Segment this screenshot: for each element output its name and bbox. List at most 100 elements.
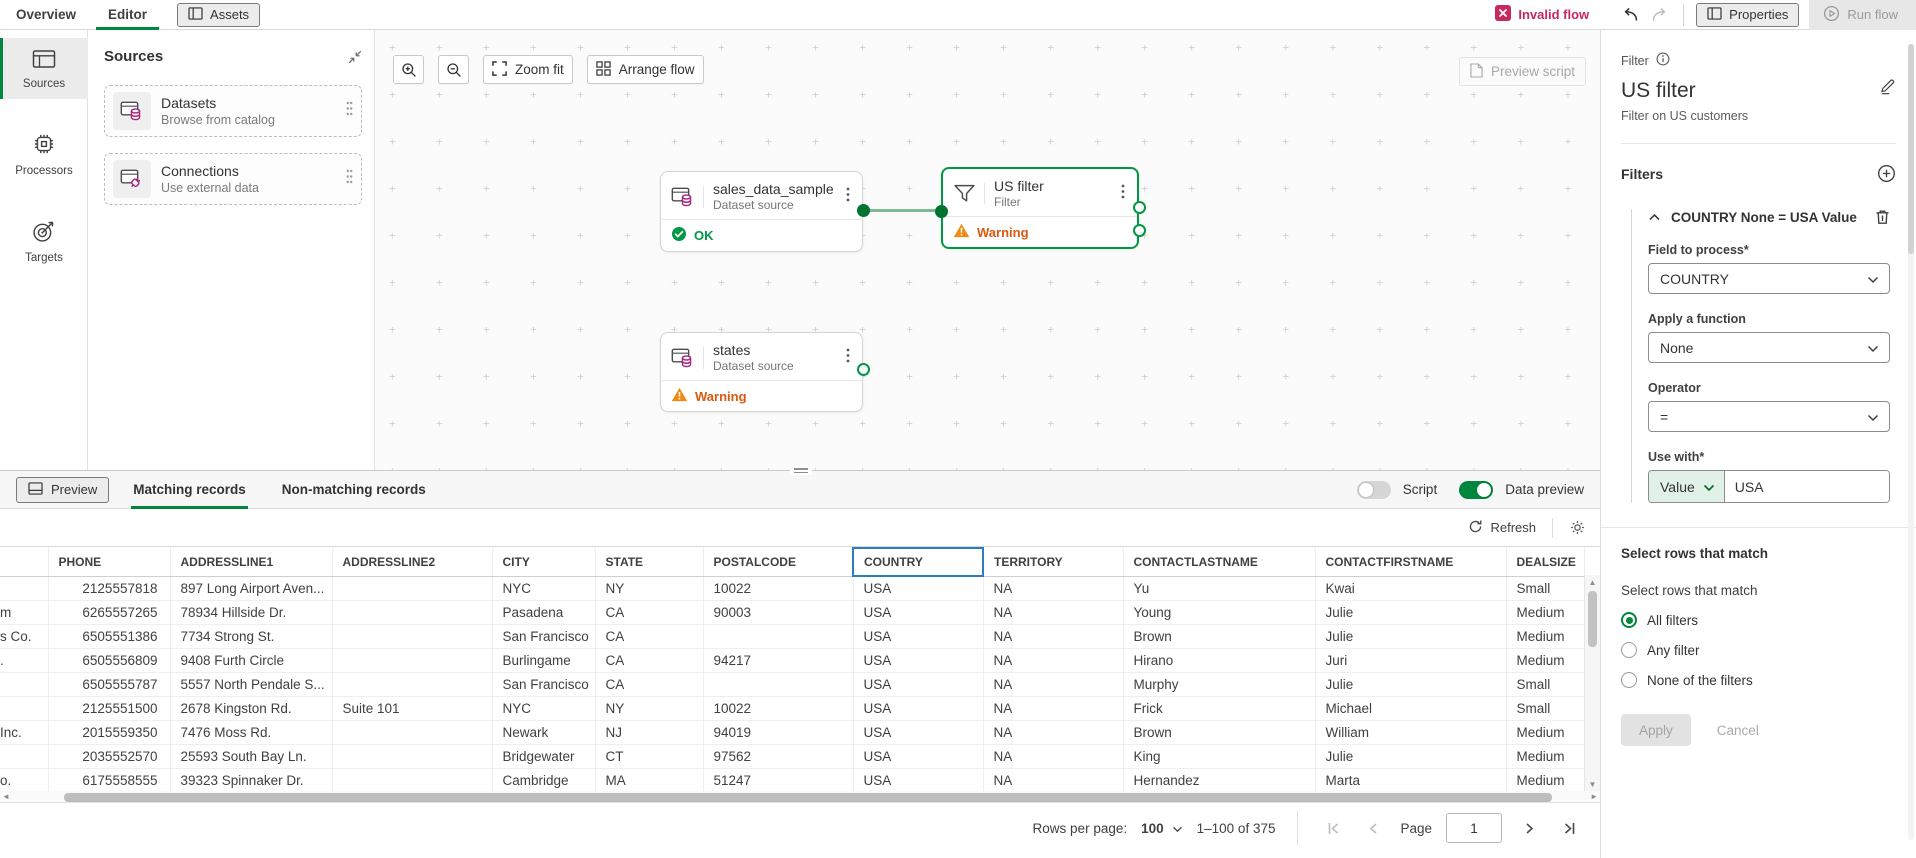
cell[interactable]: Medium bbox=[1506, 768, 1585, 791]
radio-any-filter[interactable]: Any filter bbox=[1621, 642, 1896, 658]
add-filter-plus-icon[interactable] bbox=[1877, 164, 1896, 183]
column-header-PHONE[interactable]: PHONE bbox=[48, 548, 171, 577]
cell[interactable]: Cambridge bbox=[492, 768, 596, 791]
cell[interactable]: Kwai bbox=[1315, 576, 1507, 601]
cell[interactable]: 94019 bbox=[703, 720, 854, 745]
cell[interactable]: Small bbox=[1506, 696, 1585, 721]
undo-button[interactable] bbox=[1615, 3, 1645, 27]
cell[interactable]: Medium bbox=[1506, 648, 1585, 673]
cell[interactable]: 6505555787 bbox=[48, 672, 171, 697]
column-header-COUNTRY[interactable]: COUNTRY bbox=[852, 547, 984, 577]
info-icon[interactable] bbox=[1656, 52, 1670, 69]
cell[interactable]: William bbox=[1315, 720, 1507, 745]
cell[interactable]: 90003 bbox=[703, 600, 854, 625]
cell[interactable] bbox=[0, 744, 49, 769]
scroll-up-arrow[interactable]: ▲ bbox=[1588, 577, 1597, 587]
cell[interactable]: NJ bbox=[595, 720, 704, 745]
zoom-out-button[interactable] bbox=[438, 55, 469, 84]
cell[interactable]: NA bbox=[983, 600, 1124, 625]
cell[interactable]: NA bbox=[983, 744, 1124, 769]
page-number-input[interactable] bbox=[1446, 813, 1502, 843]
column-header-hidden[interactable] bbox=[0, 548, 49, 577]
drag-handle-icon[interactable] bbox=[346, 169, 353, 189]
cell[interactable] bbox=[332, 768, 493, 791]
cell[interactable] bbox=[0, 672, 49, 697]
cell[interactable]: NA bbox=[983, 720, 1124, 745]
cell[interactable]: Julie bbox=[1315, 672, 1507, 697]
column-header-ADDRESSLINE1[interactable]: ADDRESSLINE1 bbox=[170, 548, 333, 577]
cell[interactable]: o. bbox=[0, 768, 49, 791]
edit-pencil-icon[interactable] bbox=[1879, 79, 1896, 96]
cell[interactable]: MA bbox=[595, 768, 704, 791]
previous-page-button[interactable] bbox=[1360, 815, 1386, 841]
cell[interactable]: Julie bbox=[1315, 600, 1507, 625]
cell[interactable]: Brown bbox=[1123, 624, 1316, 649]
cell[interactable]: Murphy bbox=[1123, 672, 1316, 697]
column-header-ADDRESSLINE2[interactable]: ADDRESSLINE2 bbox=[332, 548, 493, 577]
cell[interactable]: Marta bbox=[1315, 768, 1507, 791]
cell[interactable]: NYC bbox=[492, 696, 596, 721]
node-states[interactable]: states Dataset source Warning bbox=[660, 332, 863, 412]
cell[interactable]: Michael bbox=[1315, 696, 1507, 721]
drag-handle-icon[interactable] bbox=[346, 101, 353, 121]
cell[interactable]: Medium bbox=[1506, 744, 1585, 769]
cell[interactable]: Brown bbox=[1123, 720, 1316, 745]
cell[interactable]: 2035552570 bbox=[48, 744, 171, 769]
cell[interactable]: s Co. bbox=[0, 624, 49, 649]
cell[interactable] bbox=[703, 624, 854, 649]
output-port-us-filter-2[interactable] bbox=[1133, 224, 1146, 237]
output-port-us-filter-1[interactable] bbox=[1133, 201, 1146, 214]
cell[interactable]: Pasadena bbox=[492, 600, 596, 625]
operator-select[interactable]: = bbox=[1648, 401, 1890, 432]
rail-item-targets[interactable]: Targets bbox=[0, 208, 88, 273]
scroll-down-arrow[interactable]: ▼ bbox=[1588, 779, 1597, 789]
cell[interactable] bbox=[332, 576, 493, 601]
connections-source-card[interactable]: Connections Use external data bbox=[104, 153, 362, 205]
cell[interactable]: Bridgewater bbox=[492, 744, 596, 769]
node-menu-kebab-icon[interactable] bbox=[842, 346, 854, 370]
cell[interactable]: Medium bbox=[1506, 624, 1585, 649]
cell[interactable]: USA bbox=[853, 600, 984, 625]
edge-sales-to-usfilter[interactable] bbox=[864, 209, 942, 212]
rows-per-page-select[interactable]: 100 bbox=[1141, 821, 1183, 836]
cell[interactable]: Small bbox=[1506, 576, 1585, 601]
cell[interactable] bbox=[332, 720, 493, 745]
cell[interactable]: King bbox=[1123, 744, 1316, 769]
input-port-us-filter[interactable] bbox=[935, 205, 948, 218]
cell[interactable] bbox=[332, 600, 493, 625]
cell[interactable]: Suite 101 bbox=[332, 696, 493, 721]
cell[interactable]: NYC bbox=[492, 576, 596, 601]
node-menu-kebab-icon[interactable] bbox=[842, 185, 854, 209]
cell[interactable]: 39323 Spinnaker Dr. bbox=[170, 768, 333, 791]
cell[interactable]: NA bbox=[983, 672, 1124, 697]
cell[interactable]: m bbox=[0, 600, 49, 625]
cell[interactable]: 7734 Strong St. bbox=[170, 624, 333, 649]
properties-button[interactable]: Properties bbox=[1696, 2, 1800, 27]
data-preview-toggle[interactable] bbox=[1459, 480, 1494, 499]
node-menu-kebab-icon[interactable] bbox=[1117, 182, 1129, 206]
column-header-POSTALCODE[interactable]: POSTALCODE bbox=[703, 548, 854, 577]
cell[interactable]: Frick bbox=[1123, 696, 1316, 721]
panel-resize-handle[interactable] bbox=[790, 466, 812, 475]
cell[interactable]: 2015559350 bbox=[48, 720, 171, 745]
use-with-mode-select[interactable]: Value bbox=[1649, 471, 1725, 502]
apply-button[interactable]: Apply bbox=[1621, 714, 1691, 746]
cell[interactable]: NY bbox=[595, 696, 704, 721]
cell[interactable]: 6265557265 bbox=[48, 600, 171, 625]
cell[interactable]: CA bbox=[595, 672, 704, 697]
cell[interactable]: Yu bbox=[1123, 576, 1316, 601]
last-page-button[interactable] bbox=[1556, 815, 1582, 841]
tab-editor[interactable]: Editor bbox=[92, 0, 163, 30]
cell[interactable]: USA bbox=[853, 720, 984, 745]
delete-filter-trash-icon[interactable] bbox=[1875, 209, 1890, 225]
flow-canvas[interactable]: +++++++++++++++++++++++++++ ++++++++++++… bbox=[375, 30, 1600, 470]
cell[interactable]: NY bbox=[595, 576, 704, 601]
column-header-TERRITORY[interactable]: TERRITORY bbox=[983, 548, 1124, 577]
column-header-CONTACTLASTNAME[interactable]: CONTACTLASTNAME bbox=[1123, 548, 1316, 577]
collapse-panel-icon[interactable] bbox=[348, 50, 362, 64]
scroll-left-arrow[interactable]: ◄ bbox=[2, 792, 10, 801]
cell[interactable]: 78934 Hillside Dr. bbox=[170, 600, 333, 625]
run-flow-button[interactable]: Run flow bbox=[1809, 0, 1916, 30]
cell[interactable]: CT bbox=[595, 744, 704, 769]
cell[interactable]: 6505551386 bbox=[48, 624, 171, 649]
